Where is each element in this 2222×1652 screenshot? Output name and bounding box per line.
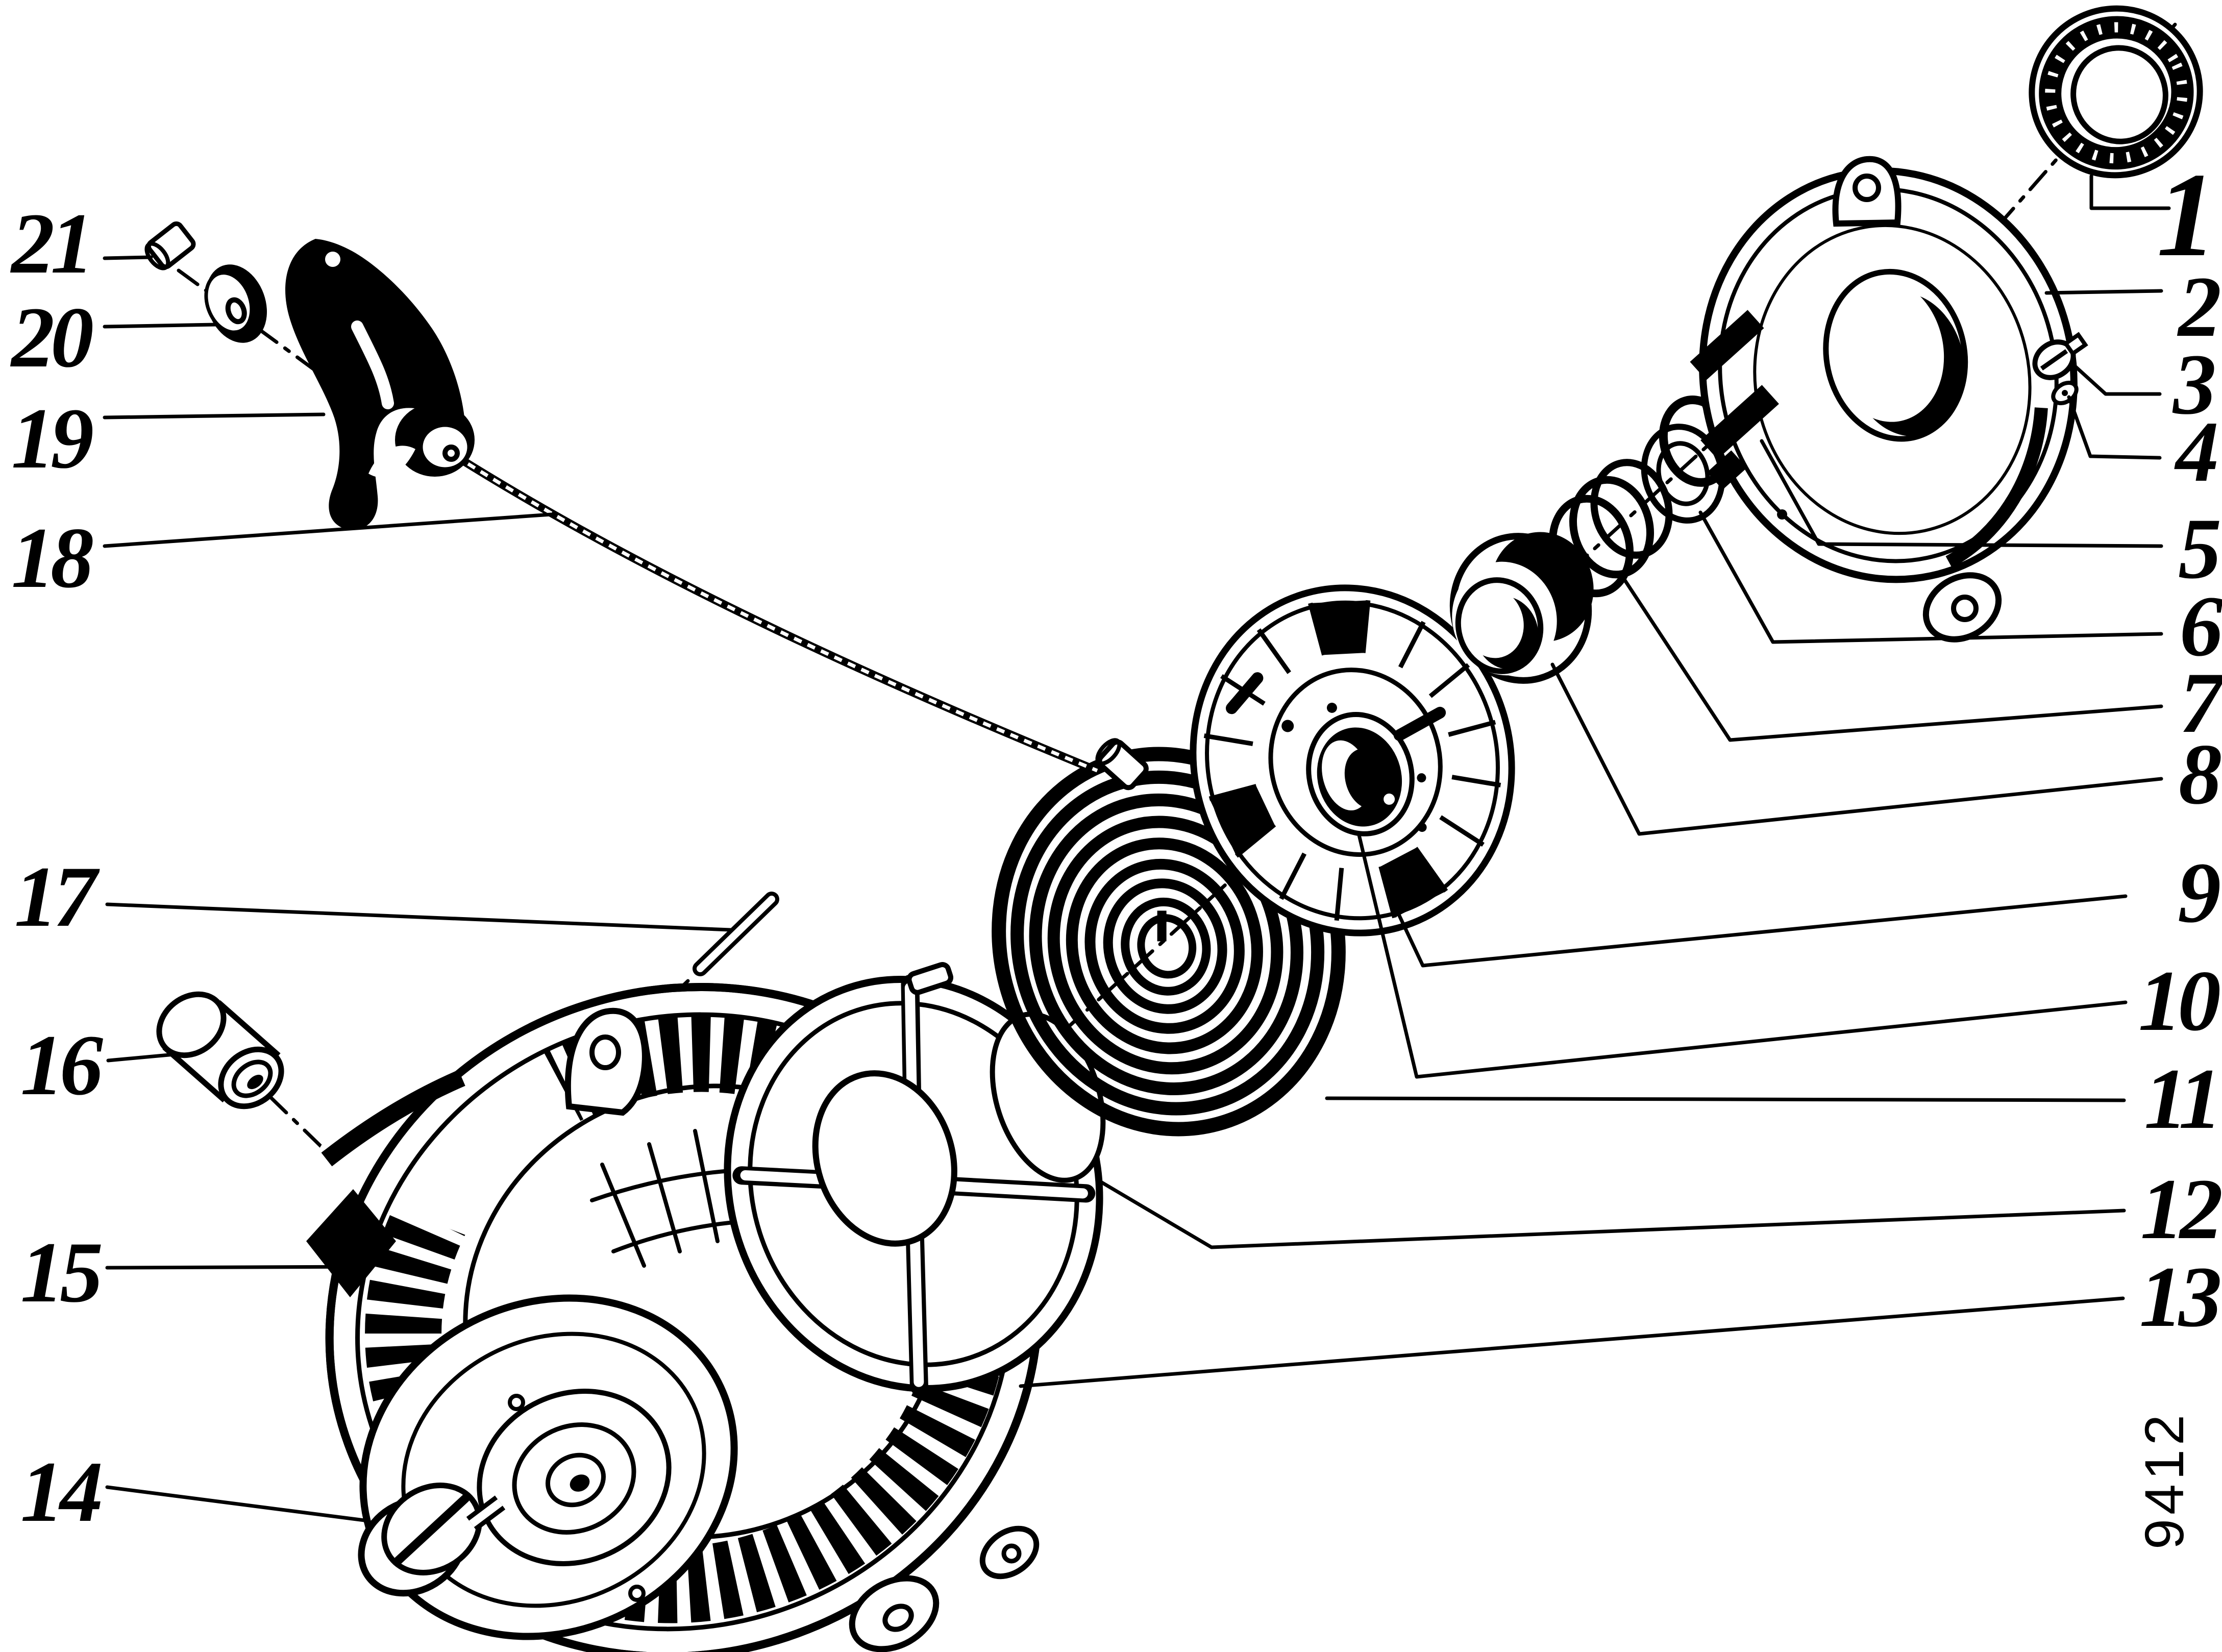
part-label-4: 4 (2174, 404, 2216, 500)
leader-5 (1760, 439, 2163, 548)
part-label-21: 21 (10, 195, 90, 291)
part-label-10: 10 (2138, 953, 2220, 1049)
part-8-drum-drawing (1449, 532, 1594, 684)
leader-6 (1698, 510, 2163, 644)
leader-15 (105, 1265, 375, 1270)
leader-21 (103, 255, 153, 260)
leader-10 (1356, 831, 2128, 1079)
leader-12 (1097, 1179, 2126, 1249)
figure-number: 9412 (2133, 1411, 2195, 1549)
part-14-screw-drawing (358, 1483, 506, 1597)
leader-3 (2071, 362, 2162, 396)
part-label-16: 16 (20, 1017, 103, 1113)
cover-rope-guide-bracket (1690, 310, 1779, 490)
part-9-pulley-drawing (1190, 584, 1515, 936)
leader-9 (1396, 894, 2128, 968)
leader-2 (2044, 289, 2163, 295)
leader-7 (1620, 574, 2163, 742)
housing-rope-outlet (306, 1189, 396, 1297)
leader-16 (106, 1052, 177, 1063)
leader-20 (103, 323, 218, 329)
part-label-1: 1 (2157, 149, 2214, 282)
leader-8 (1550, 662, 2163, 836)
part-21-pin-drawing (144, 221, 196, 270)
part-label-18: 18 (11, 510, 93, 606)
part-7-coil-rings-drawing (1548, 459, 1673, 606)
part-label-7: 7 (2180, 655, 2222, 751)
part-3-screw-drawing (2032, 332, 2088, 380)
part-label-9: 9 (2178, 845, 2220, 941)
part-labels: 21 20 19 18 17 16 15 14 1 2 3 4 5 6 7 8 … (10, 149, 2222, 1540)
leader-4 (2067, 395, 2162, 460)
part-20-nut-drawing (204, 264, 267, 343)
leader-17 (105, 902, 733, 932)
part-label-8: 8 (2179, 726, 2221, 822)
part-label-14: 14 (20, 1444, 101, 1540)
part-19-handle-drawing (285, 239, 475, 530)
leader-13 (1019, 1296, 2125, 1388)
part-label-17: 17 (14, 849, 100, 945)
part-label-20: 20 (10, 289, 93, 385)
part-label-12: 12 (2140, 1161, 2221, 1257)
part-label-19: 19 (11, 390, 93, 486)
part-1-knurled-ring-drawing (2029, 5, 2203, 179)
part-label-3: 3 (2172, 336, 2214, 432)
part-2-cover-drawing (1690, 156, 2078, 643)
leader-11 (1325, 1096, 2126, 1102)
leader-1 (2089, 174, 2171, 210)
part-16-cap-drawing (156, 991, 284, 1109)
leader-19 (103, 412, 326, 420)
part-label-13: 13 (2139, 1249, 2220, 1345)
leader-lines (103, 174, 2171, 1523)
leader-14 (105, 1485, 371, 1523)
part-18-rope-drawing (440, 445, 1149, 791)
leader-18 (103, 512, 553, 548)
part-label-5: 5 (2178, 501, 2219, 597)
part-label-6: 6 (2180, 578, 2222, 674)
part-17-pin-drawing (693, 892, 779, 976)
part-label-15: 15 (20, 1224, 101, 1320)
part-label-11: 11 (2144, 1051, 2218, 1147)
part-label-2: 2 (2177, 259, 2220, 355)
